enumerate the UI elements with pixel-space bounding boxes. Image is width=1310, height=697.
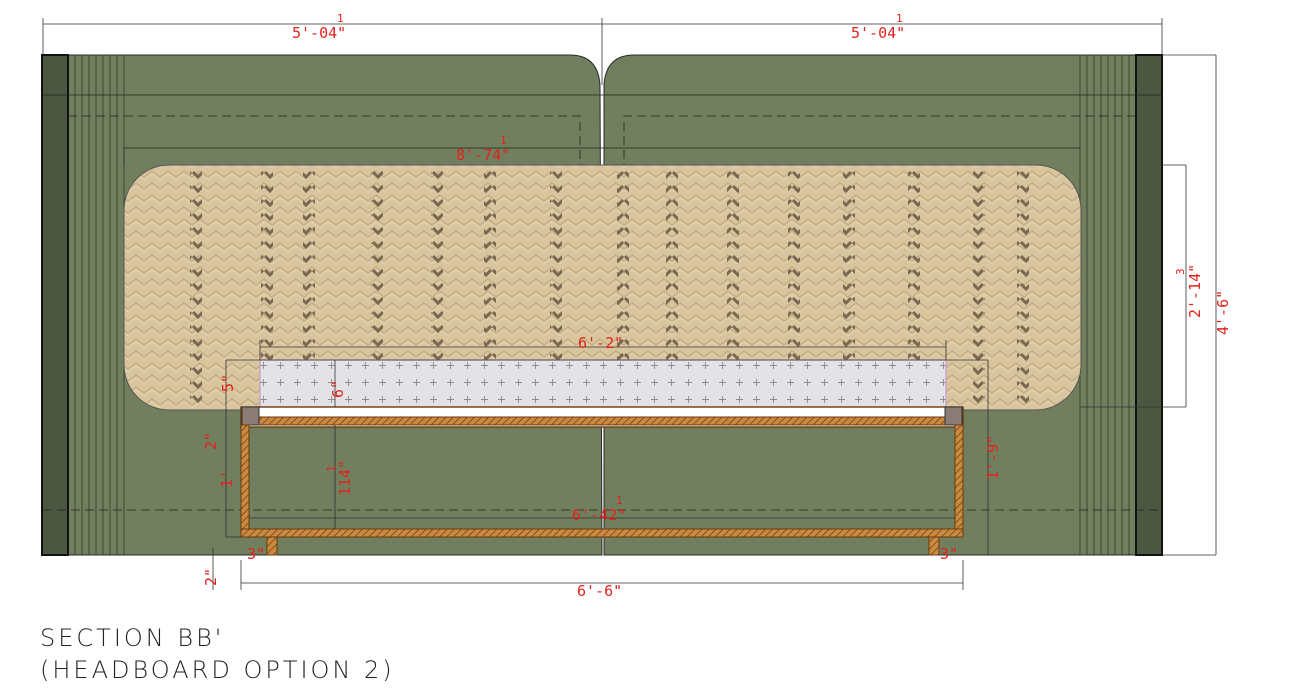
dim-panel-height-frac: 3	[1174, 268, 1187, 275]
dim-left-height: 1'	[218, 470, 236, 488]
mattress	[259, 359, 947, 408]
base-top-board	[258, 416, 946, 426]
right-corner-block	[944, 406, 963, 426]
base-left-side	[240, 424, 250, 538]
upholstered-panel	[123, 164, 1082, 411]
panel-stripes	[190, 168, 1029, 406]
dim-mattress-thickness: 6"	[329, 380, 347, 398]
section-subtitle: (HEADBOARD OPTION 2)	[40, 656, 395, 684]
left-corner-block	[241, 406, 260, 426]
dim-panel-width: 8'-74"	[456, 146, 510, 164]
dimension-labels: 5'-04" 1 5'-04" 1 8'-74" 1 6'-2" 6'-42" …	[202, 12, 1232, 600]
dim-box-height-frac: 1	[325, 465, 338, 472]
dim-leg-left: 3"	[247, 545, 265, 563]
dim-leg-height: 2"	[202, 568, 220, 586]
dim-leg-right: 3"	[940, 545, 958, 563]
dim-top-right: 5'-04"	[851, 24, 905, 42]
dimension-lines	[42, 18, 1217, 590]
dim-base-width-frac: 1	[616, 494, 623, 507]
dim-overall-width: 6'-6"	[577, 582, 622, 600]
bed-base	[240, 406, 964, 556]
dim-base-width: 6'-42"	[572, 506, 626, 524]
dim-side-height: 1'-9"	[984, 435, 1002, 480]
right-leg	[928, 536, 940, 556]
section-title: SECTION BB'	[40, 624, 225, 652]
right-fluting	[1079, 55, 1130, 555]
dim-panel-width-frac: 1	[500, 134, 507, 147]
dim-box-height: 114"	[336, 460, 354, 496]
dim-rail-height: 2"	[202, 432, 220, 450]
dim-mattress-left: 5"	[219, 374, 237, 392]
left-leg	[266, 536, 278, 556]
dim-top-left-frac: 1	[337, 12, 344, 25]
dim-top-left: 5'-04"	[292, 24, 346, 42]
base-bottom-board	[240, 528, 964, 538]
dim-mattress-width: 6'-2"	[578, 334, 623, 352]
base-right-side	[954, 424, 964, 538]
dim-top-right-frac: 1	[896, 12, 903, 25]
reference-lines	[43, 94, 1162, 511]
dim-overall-height: 4'-6"	[1214, 290, 1232, 335]
dim-panel-height: 2'-14"	[1186, 264, 1204, 318]
left-end-post	[41, 54, 69, 556]
right-end-post	[1135, 54, 1163, 556]
